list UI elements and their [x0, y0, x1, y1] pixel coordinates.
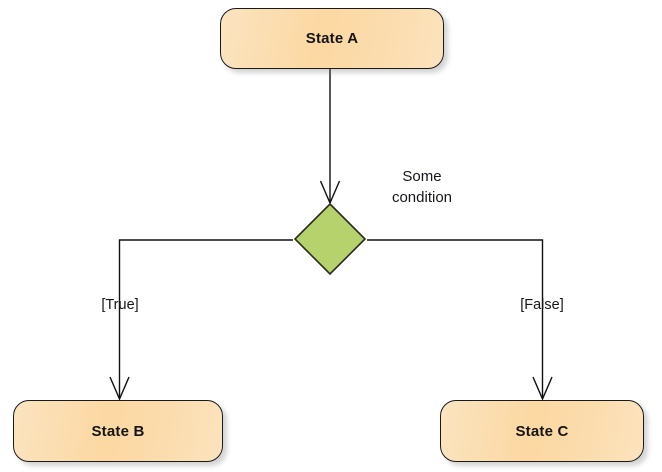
arrowhead-into-state-c	[532, 376, 553, 401]
state-a-label: State A	[305, 30, 359, 47]
guard-label-true: [True]	[101, 297, 139, 313]
condition-label-line-2: condition	[391, 188, 453, 206]
guard-label-false: [False]	[520, 297, 564, 313]
diamond-shape	[293, 202, 367, 276]
arrowhead-into-state-b	[109, 376, 130, 401]
edge-line-decision-to-c	[367, 239, 544, 399]
decision-diamond-node[interactable]	[293, 202, 367, 277]
edge-state-a-to-decision	[319, 69, 341, 205]
condition-label-line-1: Some	[402, 168, 442, 185]
state-c-label: State C	[515, 422, 569, 440]
edge-decision-to-state-b	[109, 239, 293, 401]
state-b-label: State B	[91, 422, 145, 440]
state-node-b[interactable]: State B	[13, 400, 223, 462]
edge-line-decision-to-b	[118, 239, 293, 399]
diamond-icon	[293, 202, 367, 276]
state-node-c[interactable]: State C	[440, 400, 644, 462]
condition-label: Some condition	[372, 167, 472, 208]
state-node-a[interactable]: State A	[220, 8, 444, 69]
edge-decision-to-state-c	[367, 239, 553, 401]
